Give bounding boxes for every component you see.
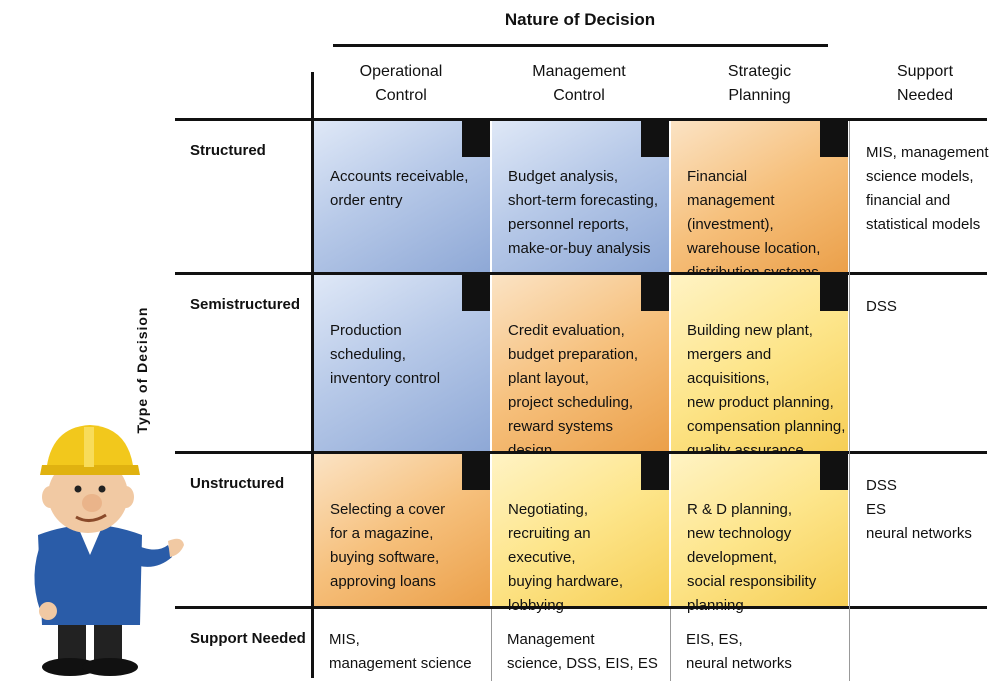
cell-text: Negotiating, recruiting an executive, bu… — [508, 501, 624, 614]
support-operational: MIS, management science — [329, 631, 472, 672]
support-column-separator — [849, 121, 850, 681]
bottom-separator-1 — [491, 609, 492, 681]
cell-text: Budget analysis, short-term forecasting,… — [508, 168, 659, 257]
support-structured: MIS, management science models, financia… — [866, 144, 989, 233]
row-divider-1 — [175, 118, 987, 121]
cell-unstructured-management: Negotiating, recruiting an executive, bu… — [492, 454, 670, 614]
corner-tab — [820, 454, 848, 490]
row-divider-3 — [175, 451, 987, 454]
row-header-semistructured: Semistructured — [190, 296, 301, 313]
corner-tab — [462, 454, 490, 490]
cell-semistructured-strategic: Building new plant, mergers and acquisit… — [671, 275, 849, 483]
row-divider-2 — [175, 272, 987, 275]
support-strategic: EIS, ES, neural networks — [686, 631, 792, 672]
cell-unstructured-operational: Selecting a cover for a magazine, buying… — [314, 454, 491, 606]
corner-tab — [462, 275, 490, 311]
support-management: Management science, DSS, EIS, ES — [507, 631, 658, 672]
cell-text: Financial management (investment), wareh… — [687, 168, 821, 281]
column-header-management: Management Control — [532, 63, 626, 104]
row-header-unstructured: Unstructured — [190, 475, 285, 492]
diagram-title: Nature of Decision — [504, 10, 656, 29]
cell-semistructured-management: Credit evaluation, budget preparation, p… — [492, 275, 670, 459]
cell-text: Credit evaluation, budget preparation, p… — [508, 322, 639, 459]
column-header-strategic: Strategic Planning — [727, 63, 792, 104]
cell-semistructured-operational: Production scheduling, inventory control — [314, 275, 491, 451]
row-header-structured: Structured — [190, 142, 266, 159]
cell-text: R & D planning, new technology developme… — [687, 501, 817, 614]
cell-unstructured-strategic: R & D planning, new technology developme… — [671, 454, 849, 614]
corner-tab — [641, 275, 669, 311]
cell-text: Accounts receivable, order entry — [330, 168, 469, 209]
corner-tab — [641, 121, 669, 157]
bottom-separator-2 — [670, 609, 671, 681]
corner-tab — [641, 454, 669, 490]
corner-tab — [820, 275, 848, 311]
cell-structured-strategic: Financial management (investment), wareh… — [671, 121, 849, 281]
cell-text: Production scheduling, inventory control — [330, 322, 441, 387]
row-divider-4 — [175, 606, 987, 609]
cell-structured-management: Budget analysis, short-term forecasting,… — [492, 121, 670, 272]
vertical-divider — [311, 72, 314, 678]
title-underline — [333, 44, 828, 47]
column-header-support: Support Needed — [896, 63, 954, 104]
cell-structured-operational: Accounts receivable, order entry — [314, 121, 491, 272]
column-header-operational: Operational Control — [359, 63, 443, 104]
row-header-support-needed: Support Needed — [190, 630, 306, 647]
cell-text: Selecting a cover for a magazine, buying… — [330, 501, 446, 590]
support-semistructured: DSS — [866, 298, 897, 315]
construction-worker-icon — [34, 425, 184, 676]
corner-tab — [462, 121, 490, 157]
corner-tab — [820, 121, 848, 157]
support-unstructured: DSS ES neural networks — [866, 477, 972, 542]
